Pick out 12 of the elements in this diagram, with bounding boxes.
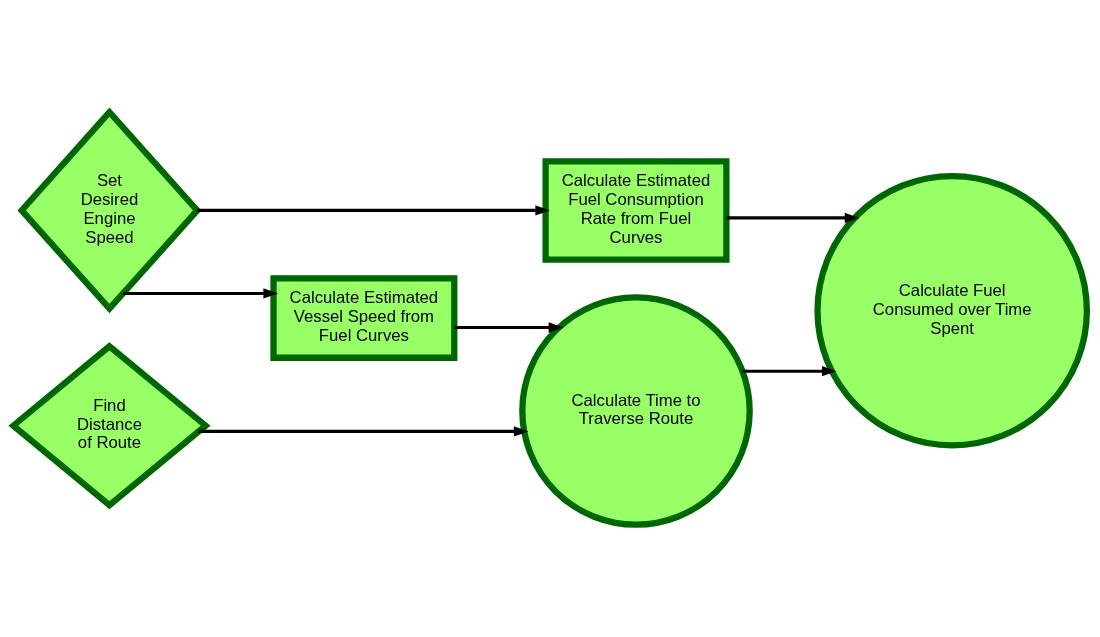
node-box: Calculate Estimated Fuel Consumption Rate from Fuel Curves <box>542 158 730 263</box>
arrow <box>198 426 529 437</box>
arrow <box>123 288 279 299</box>
arrow <box>454 322 564 333</box>
node-box: Calculate Estimated Vessel Speed from Fuel Curves <box>270 275 458 361</box>
node-diamond: Find Distance of Route <box>8 342 211 510</box>
node-circle: Calculate Fuel Consumed over Time Spent <box>814 172 1090 449</box>
arrow <box>726 212 860 223</box>
node-circle: Calculate Time to Traverse Route <box>519 294 753 528</box>
arrow <box>197 205 550 216</box>
node-diamond: Set Desired Engine Speed <box>17 108 202 314</box>
arrow <box>742 366 837 377</box>
